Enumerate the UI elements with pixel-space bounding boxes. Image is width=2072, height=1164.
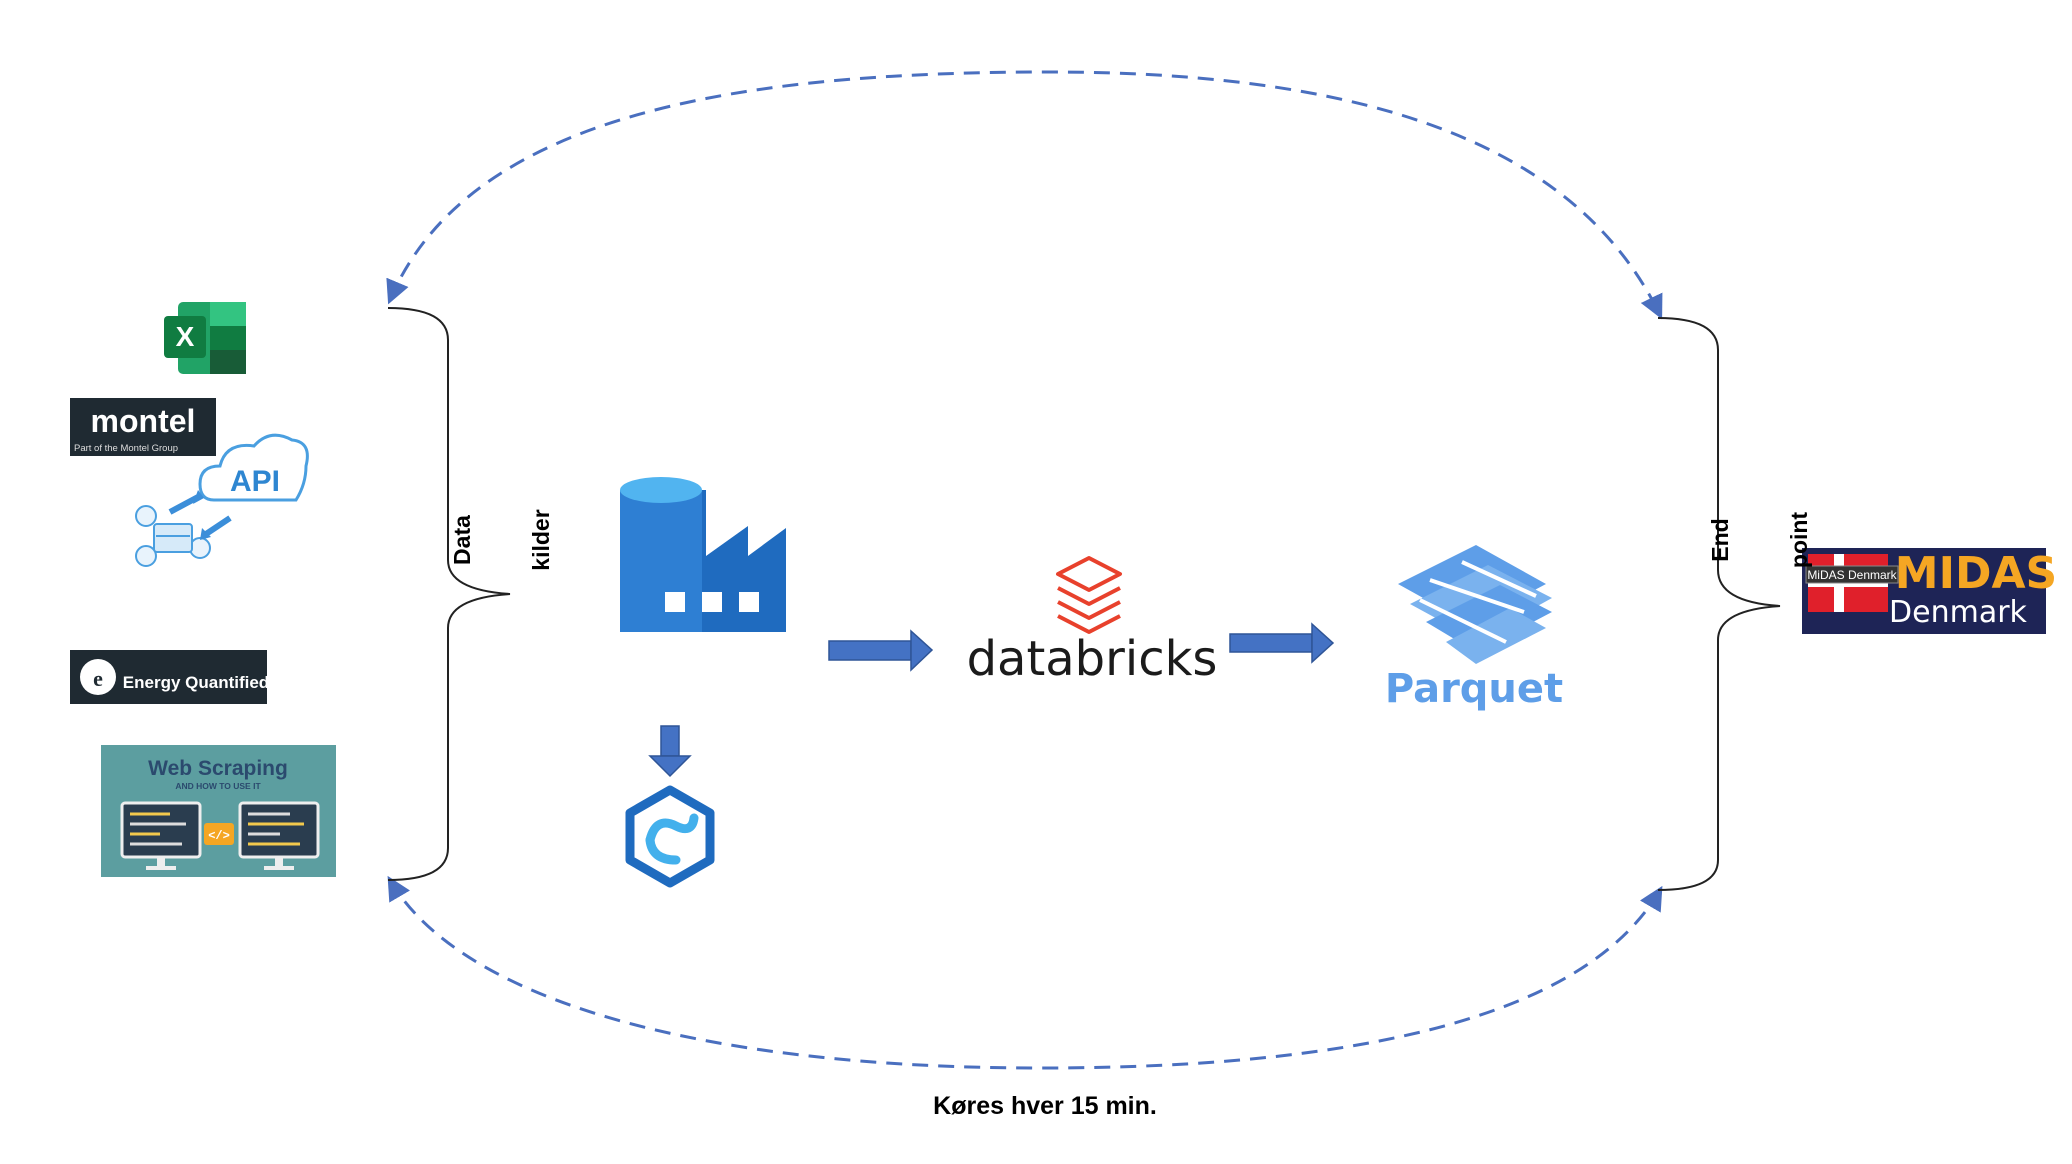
parquet-label: Parquet (1385, 666, 1563, 712)
energy-quantified-logo: e Energy Quantified (70, 650, 269, 704)
endpoint-label: End point (1654, 480, 1812, 600)
web-scraping-image: Web Scraping AND HOW TO USE IT </> (101, 745, 336, 877)
top-loop-arrow (386, 70, 1663, 320)
montel-title: montel (91, 403, 196, 439)
web-scraping-code: </> (208, 829, 230, 843)
databricks-label: databricks (967, 631, 1218, 687)
web-scraping-subtitle: AND HOW TO USE IT (175, 781, 261, 791)
montel-logo: montel Part of the Montel Group (70, 398, 216, 456)
endpoint-brace (1657, 317, 1781, 891)
midas-subtitle: Denmark (1889, 595, 2028, 630)
right-arrow-to-databricks (828, 629, 934, 672)
azure-data-factory-icon (620, 477, 786, 632)
right-arrow-to-parquet (1229, 622, 1335, 664)
azure-synapse-icon (625, 785, 715, 888)
endpoint-label-line2: point (1786, 511, 1813, 569)
midas-title: MIDAS (1895, 548, 2057, 599)
databricks-logo: databricks (967, 556, 1218, 687)
parquet-logo: Parquet (1385, 545, 1563, 712)
parquet-icon (1398, 545, 1552, 664)
endpoint-label-line1: End (1706, 518, 1733, 562)
energy-quantified-label: Energy Quantified (123, 673, 269, 692)
midas-denmark-logo: MiDAS Denmark MIDAS Denmark (1802, 548, 2057, 634)
montel-subtitle: Part of the Montel Group (74, 443, 178, 454)
sources-label: Data kilder (396, 480, 554, 600)
sources-label-line1: Data (448, 515, 475, 565)
svg-text:e: e (93, 666, 103, 691)
databricks-icon (1056, 556, 1122, 634)
down-arrow (648, 725, 692, 778)
web-scraping-title: Web Scraping (148, 757, 288, 780)
api-cloud-icon: API (135, 433, 309, 567)
excel-icon: X (164, 302, 246, 374)
bottom-loop-arrow (387, 875, 1663, 1070)
schedule-caption: Køres hver 15 min. (933, 1092, 1157, 1120)
sources-brace (387, 307, 511, 881)
sources-label-line2: kilder (528, 509, 555, 571)
excel-letter: X (176, 321, 195, 352)
midas-badge: MiDAS Denmark (1807, 568, 1897, 582)
api-label: API (230, 465, 280, 498)
